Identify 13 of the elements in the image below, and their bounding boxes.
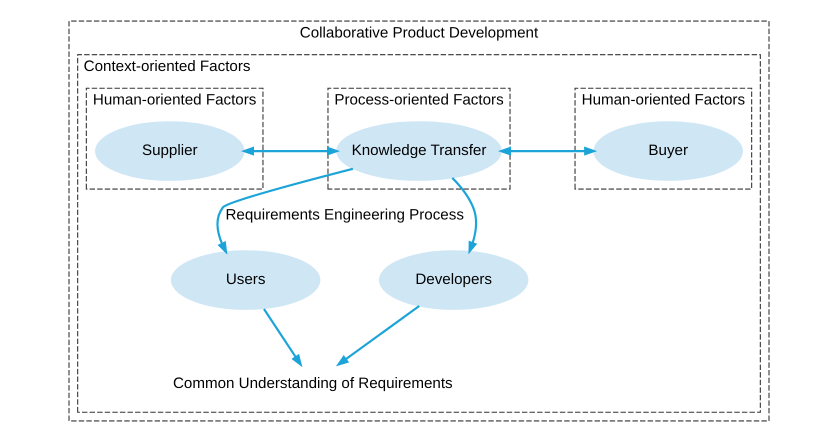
edge-label: Requirements Engineering Process (224, 206, 464, 224)
arrow (262, 308, 302, 368)
node-ellipse: Developers (378, 250, 528, 310)
arrow (497, 146, 597, 156)
arrow (240, 146, 340, 156)
node-text: Common Understanding of Requirements (172, 375, 452, 392)
node-ellipse: Knowledge Transfer (336, 121, 502, 181)
arrow (451, 177, 477, 254)
node-ellipse: Buyer (592, 121, 742, 181)
node-ellipse: Users (170, 250, 320, 310)
arrow (216, 168, 353, 255)
node-ellipse: Supplier (94, 121, 244, 181)
arrow (335, 305, 420, 366)
